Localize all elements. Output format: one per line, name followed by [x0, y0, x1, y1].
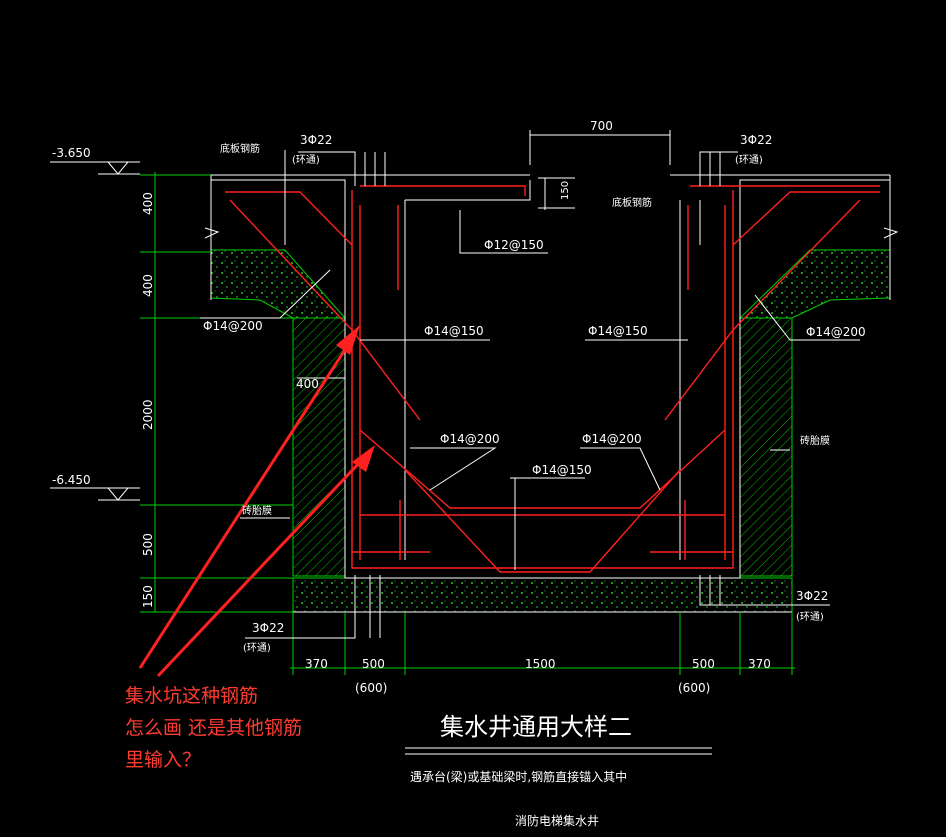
- label-ring-bl: (环通): [243, 642, 271, 654]
- dim-2000: 2000: [141, 399, 155, 430]
- bottom-dim-370-left: 370: [305, 657, 328, 671]
- label-3phi22-left: 3Φ22: [300, 133, 332, 147]
- bottom-dim-370-right: 370: [748, 657, 771, 671]
- dim-400-b: 400: [141, 274, 155, 297]
- label-3phi22-br: 3Φ22: [796, 589, 828, 603]
- label-3phi22-bl: 3Φ22: [252, 621, 284, 635]
- top-dimension: [529, 130, 671, 210]
- right-cushion-layer: [738, 249, 891, 319]
- left-dimension-chain: [140, 172, 293, 613]
- label-phi14-200-inner-left: Φ14@200: [440, 432, 500, 446]
- label-phi14-150-bottom: Φ14@150: [532, 463, 592, 477]
- label-slab-rebar-right: 底板钢筋: [612, 196, 652, 209]
- bottom-dim-1500: 1500: [525, 657, 556, 671]
- left-cushion-layer: [210, 249, 347, 319]
- label-phi14-150-right: Φ14@150: [588, 324, 648, 338]
- level-marker-bottom: [50, 487, 140, 501]
- level-marker-top: [50, 161, 140, 175]
- label-phi14-200-left: Φ14@200: [203, 319, 263, 333]
- label-phi14-200-inner-right: Φ14@200: [582, 432, 642, 446]
- label-ring-right: (环通): [735, 154, 763, 166]
- label-400-inner: 400: [296, 377, 319, 391]
- right-brick-formwork: [739, 317, 793, 577]
- rebar-lines: [225, 185, 880, 573]
- label-slab-rebar-left: 底板钢筋: [220, 142, 260, 155]
- annotation-line1: 集水坑这种钢筋: [125, 685, 258, 707]
- drawing-title: 集水井通用大样二: [440, 713, 632, 741]
- bottom-dim-600-right: (600): [678, 681, 710, 695]
- note-line2: 消防电梯集水井: [515, 813, 599, 828]
- bottom-dim-600-left: (600): [355, 681, 387, 695]
- label-phi14-150-left: Φ14@150: [424, 324, 484, 338]
- bottom-dim-500-left: 500: [362, 657, 385, 671]
- annotation-line2: 怎么画 还是其他钢筋: [125, 717, 302, 739]
- left-brick-formwork: [292, 317, 346, 577]
- label-ring-left: (环通): [292, 154, 320, 166]
- title-underline: [405, 747, 712, 755]
- pit-outline: [204, 174, 899, 613]
- label-brick-left: 砖胎膜: [242, 504, 272, 517]
- level-bottom-label: -6.450: [52, 473, 91, 487]
- dim-500: 500: [141, 533, 155, 556]
- dim-150: 150: [141, 585, 155, 608]
- dim-400-a: 400: [141, 192, 155, 215]
- label-phi12-150: Φ12@150: [484, 238, 544, 252]
- bottom-dimension-chain: [290, 612, 795, 675]
- label-3phi22-right: 3Φ22: [740, 133, 772, 147]
- level-top-label: -3.650: [52, 146, 91, 160]
- label-ring-br: (环通): [796, 611, 824, 623]
- bottom-cushion-layer: [292, 577, 793, 613]
- label-phi14-200-right: Φ14@200: [806, 325, 866, 339]
- leader-lines: [200, 150, 860, 639]
- label-brick-right: 砖胎膜: [800, 434, 830, 447]
- note-line1: 遇承台(梁)或基础梁时,钢筋直接锚入其中: [410, 769, 627, 784]
- annotation-line3: 里输入？: [125, 749, 201, 771]
- annotation-arrows: [138, 325, 375, 678]
- bottom-dim-500-right: 500: [692, 657, 715, 671]
- dim-150-small: 150: [560, 181, 571, 200]
- top-dim-700: 700: [590, 119, 613, 133]
